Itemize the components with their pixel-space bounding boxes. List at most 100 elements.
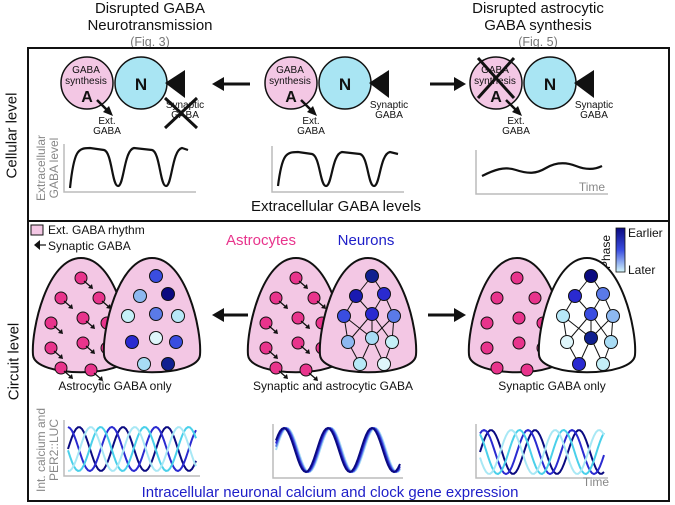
plot-axes-right	[475, 150, 608, 195]
neuron-dot	[604, 335, 618, 349]
ext-release-arrowhead	[58, 354, 63, 359]
ext-gaba-line1: Ext.	[98, 116, 115, 127]
neuron-dot	[387, 309, 401, 323]
ext-gaba-arrowhead	[307, 106, 317, 116]
ext-release-arrow	[300, 320, 309, 328]
synaptic-terminal	[369, 70, 389, 98]
circuit-panel	[27, 220, 670, 502]
ext-release-arrow	[268, 325, 277, 333]
ext-release-arrow	[308, 372, 317, 380]
calcium-axes-left	[63, 420, 200, 477]
astrocyte-dot	[512, 311, 526, 325]
neuron-dot	[161, 357, 175, 371]
ext-release-arrow	[53, 350, 62, 358]
neuron-dot	[560, 335, 574, 349]
astrocyte-dot	[480, 316, 494, 330]
arrow-right-circuit	[428, 308, 466, 322]
bottom-caption: Intracellular neuronal calcium and clock…	[142, 484, 519, 501]
ext-release-arrowhead	[68, 374, 73, 379]
cross-line	[163, 96, 199, 130]
neuron-dot	[161, 287, 175, 301]
ext-release-arrow	[101, 300, 110, 308]
ext-release-arrow	[53, 325, 62, 333]
ext-release-arrowhead	[90, 349, 95, 354]
cross-line	[476, 56, 516, 100]
caption-right: Synaptic GABA only	[498, 379, 605, 393]
legend-syn-label: Synaptic GABA	[48, 239, 131, 253]
ext-release-arrowhead	[305, 324, 310, 329]
astrocyte-dot	[490, 361, 504, 375]
arrow-left-circuit	[212, 308, 248, 322]
astrocyte-letter: A	[490, 89, 502, 106]
arrow-right-cellular	[430, 77, 466, 91]
gaba-synthesis-line2: synthesis	[65, 76, 107, 87]
calcium-trace	[67, 426, 197, 472]
neuron-dot	[556, 309, 570, 323]
neuron-dot	[353, 357, 367, 371]
header-right: Disrupted astrocytic GABA synthesis (Fig…	[443, 0, 633, 51]
ext-release-arrow	[85, 345, 94, 353]
phase-colorbar	[615, 227, 626, 273]
gaba-synthesis-line2: synthesis	[269, 76, 311, 87]
ext-gaba-arrowhead	[512, 106, 522, 116]
plot-axes-left	[63, 144, 196, 193]
header-right-fig: (Fig. 5)	[518, 35, 558, 49]
ext-gaba-line2: GABA	[502, 126, 530, 137]
neurons-label: Neurons	[338, 232, 395, 249]
gaba-synthesis-line1: GABA	[72, 65, 100, 76]
ext-release-arrowhead	[273, 354, 278, 359]
ext-release-arrowhead	[303, 284, 308, 289]
header-left-fig: (Fig. 3)	[130, 35, 170, 49]
neuron-dot	[149, 307, 163, 321]
phase-later: Later	[628, 263, 655, 277]
calcium-trace	[67, 426, 197, 472]
ext-release-arrowhead	[273, 329, 278, 334]
neuron-dot	[596, 357, 610, 371]
neuron-letter: N	[339, 75, 351, 94]
neuron-dot	[365, 331, 379, 345]
astrocyte-cell	[469, 56, 523, 110]
circuit-ylabel-line1: Int. calcium and	[34, 408, 48, 492]
neuron-dot	[137, 357, 151, 371]
header-right-line2: GABA synthesis	[484, 17, 592, 34]
synaptic-terminal	[165, 70, 185, 98]
neuron-dot	[377, 357, 391, 371]
neuron-dot	[568, 289, 582, 303]
ext-release-arrow	[278, 300, 287, 308]
ext-release-arrowhead	[98, 376, 103, 381]
neuron-dot	[584, 269, 598, 283]
neuron-dot	[125, 335, 139, 349]
synaptic-gaba-line2: GABA	[580, 110, 608, 121]
calcium-trace	[479, 429, 605, 475]
ext-release-arrow	[278, 370, 287, 378]
gaba-synthesis-line2: synthesis	[474, 76, 516, 87]
astrocyte-dot	[520, 363, 534, 377]
neuron-dot	[365, 307, 379, 321]
legend-ext-swatch	[30, 224, 44, 236]
calcium-axes-mid	[272, 424, 403, 479]
astrocyte-letter: A	[81, 89, 93, 106]
ext-release-arrow	[316, 300, 325, 308]
legend-ext-label: Ext. GABA rhythm	[48, 223, 145, 237]
phase-earlier: Earlier	[628, 226, 663, 240]
ext-release-arrow	[268, 350, 277, 358]
ext-gaba-trace-right	[481, 162, 603, 177]
ext-release-arrowhead	[90, 324, 95, 329]
neuron-dot	[377, 287, 391, 301]
ext-release-arrow	[85, 320, 94, 328]
gaba-synthesis-line1: GABA	[481, 65, 509, 76]
cellular-time-label: Time	[579, 180, 606, 194]
circuit-time-label: Time	[583, 475, 610, 489]
ext-release-arrowhead	[88, 284, 93, 289]
astrocyte-dot	[490, 291, 504, 305]
neuron-dot	[121, 309, 135, 323]
ext-gaba-arrowhead	[103, 106, 113, 116]
synaptic-gaba-line1: Synaptic	[166, 100, 204, 111]
ext-release-arrowhead	[321, 304, 326, 309]
calcium-trace	[479, 429, 605, 475]
calcium-axes-right	[475, 424, 608, 479]
ext-gaba-line2: GABA	[93, 126, 121, 137]
caption-left: Astrocytic GABA only	[58, 379, 171, 393]
